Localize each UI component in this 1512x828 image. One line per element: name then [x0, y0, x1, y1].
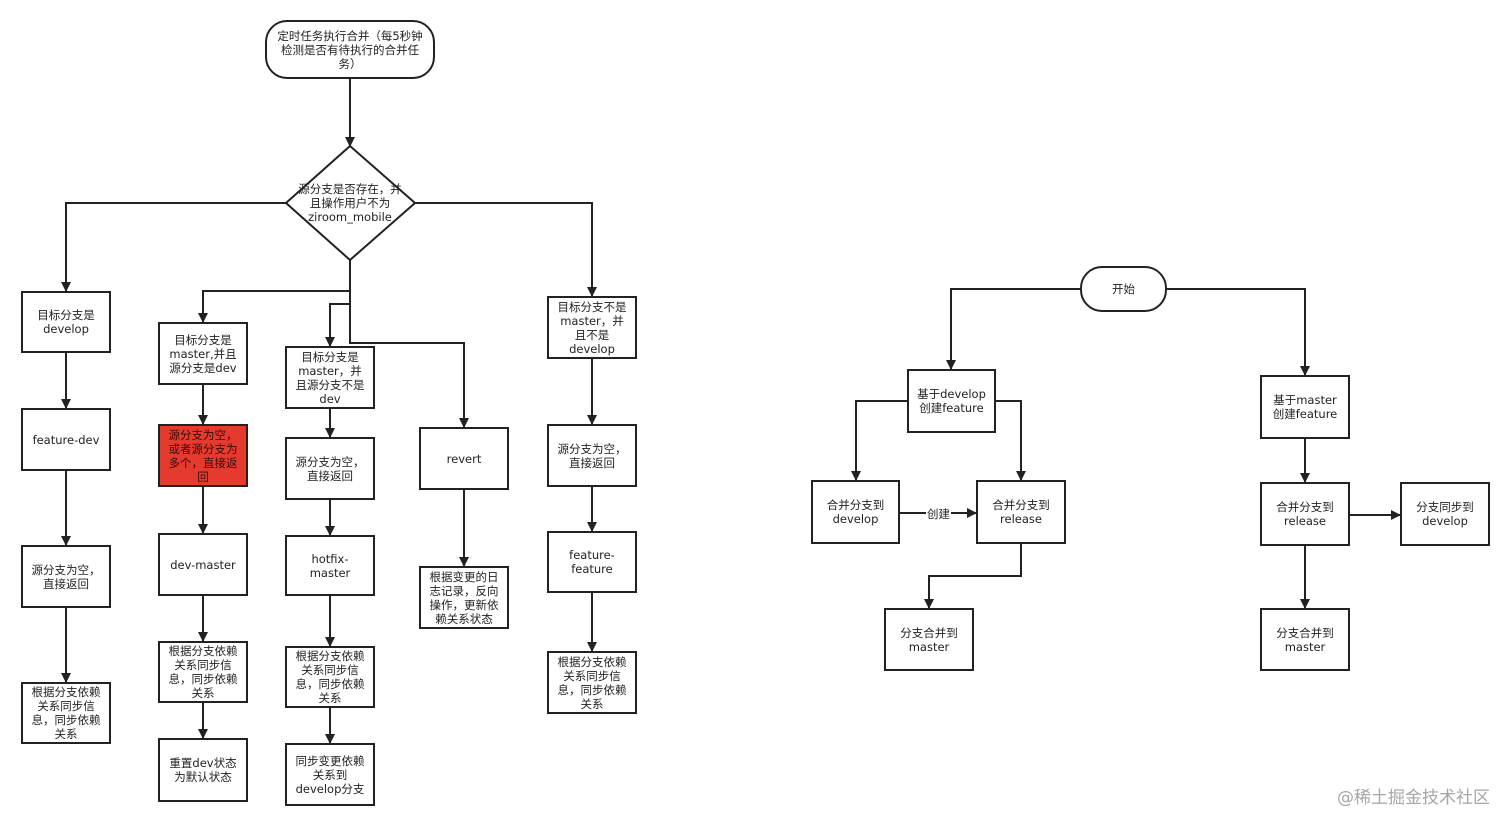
col3-sync-deps: 根据分支依赖 关系同步信 息，同步依赖 关系	[285, 646, 375, 708]
col5-feature-feature: feature- feature	[547, 531, 637, 593]
col1-feature-dev: feature-dev	[21, 408, 111, 471]
edge-mergerel-mergemaster	[924, 544, 1022, 609]
col1-target-develop: 目标分支是 develop	[21, 291, 111, 353]
master-merge-to-master: 分支合并到 master	[1260, 608, 1350, 671]
col1-sync-deps: 根据分支依赖 关系同步信 息，同步依赖 关系	[21, 682, 111, 744]
sync-to-develop: 分支同步到 develop	[1400, 482, 1490, 546]
master-merge-to-release: 合并分支到 release	[1260, 482, 1350, 546]
watermark: @稀土掘金技术社区	[1337, 788, 1490, 808]
edge-decision-col1	[61, 202, 286, 292]
col2-dev-master: dev-master	[158, 533, 248, 596]
edge-dev-mergerel	[996, 400, 1026, 481]
create-edge-label: 创建	[926, 506, 951, 522]
merge-to-master: 分支合并到 master	[884, 608, 974, 671]
col5-sync-deps: 根据分支依赖 关系同步信 息，同步依赖 关系	[547, 651, 637, 714]
edge-decision-col4	[349, 291, 469, 428]
col3-empty-return: 源分支为空， 直接返回	[285, 437, 375, 500]
col5-empty-return: 源分支为空， 直接返回	[547, 424, 637, 487]
edge-dev-mergedev	[851, 400, 907, 481]
edge-start-master	[1167, 288, 1310, 376]
start-node: 定时任务执行合并（每5秒钟 检测是否有待执行的合并任 务）	[265, 20, 435, 79]
col3-sync-to-develop: 同步变更依赖 关系到 develop分支	[285, 743, 375, 806]
col2-empty-or-multiple-return: 源分支为空， 或者源分支为 多个，直接返 回	[158, 424, 248, 487]
col1-empty-return: 源分支为空， 直接返回	[21, 545, 111, 608]
col4-revert: revert	[419, 427, 509, 490]
edge-start-develop	[946, 288, 1080, 370]
col2-target-master-dev: 目标分支是 master,并且 源分支是dev	[158, 322, 248, 385]
decision-label: 源分支是否存在，并 且操作用户不为 ziroom_mobile	[298, 182, 402, 224]
col4-reverse-log: 根据变更的日 志记录，反向 操作，更新依 赖关系状态	[419, 566, 509, 629]
create-feature-from-master: 基于master 创建feature	[1260, 375, 1350, 439]
edge-decision-col5	[415, 202, 597, 297]
edge-decision-col3	[325, 291, 351, 347]
create-feature-from-develop: 基于develop 创建feature	[907, 369, 996, 433]
merge-to-develop: 合并分支到 develop	[811, 480, 900, 544]
col3-target-master-not-dev: 目标分支是 master，并 且源分支不是 dev	[285, 346, 375, 409]
col3-hotfix-master: hotfix- master	[285, 535, 375, 596]
col2-reset-dev: 重置dev状态 为默认状态	[158, 738, 248, 802]
right-start-node: 开始	[1080, 266, 1167, 312]
col5-target-other: 目标分支不是 master，并 且不是 develop	[547, 296, 637, 359]
edge-decision-col2	[198, 290, 350, 323]
merge-to-release: 合并分支到 release	[976, 480, 1066, 544]
col2-sync-deps: 根据分支依赖 关系同步信 息，同步依赖 关系	[158, 641, 248, 703]
